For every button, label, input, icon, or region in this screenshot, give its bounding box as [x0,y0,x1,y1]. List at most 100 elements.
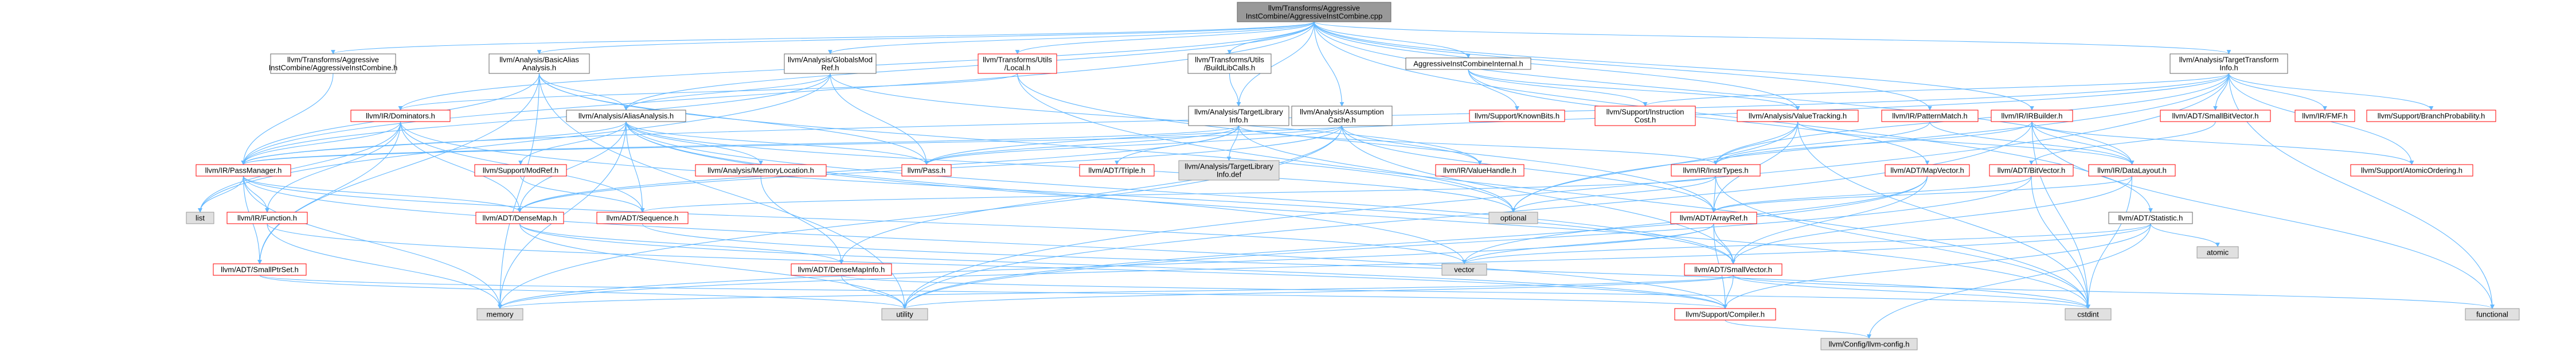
edge-passmanager-to-memory [243,176,502,309]
node-statistic[interactable]: llvm/ADT/Statistic.h [2108,212,2193,224]
node-utility: utility [881,308,928,321]
node-label-pass_h-0: llvm/Pass.h [908,166,945,175]
node-memory: memory [476,308,523,321]
edge-aliasanalysis-to-optional [626,121,1516,213]
node-label-list-0: list [196,214,205,223]
node-box-function_h [226,212,308,224]
edge-targettransforminfo-to-smallbitvector [2213,73,2230,111]
node-smallvector[interactable]: llvm/ADT/SmallVector.h [1684,263,1783,276]
node-memorylocation[interactable]: llvm/Analysis/MemoryLocation.h [695,164,827,177]
node-valuetracking[interactable]: llvm/Analysis/ValueTracking.h [1737,110,1859,122]
node-label-modref-0: llvm/Support/ModRef.h [483,166,558,175]
edge-root-to-utils_local [1015,21,1315,54]
node-box-utils_local [978,53,1057,74]
node-densemap[interactable]: llvm/ADT/DenseMap.h [475,212,564,224]
node-box-bitvector [1989,164,2074,177]
edge-datalayout-to-smallvector [1731,176,2133,264]
edge-targettransforminfo-to-utility [902,73,2230,309]
node-datalayout[interactable]: llvm/IR/DataLayout.h [2088,164,2176,177]
node-irbuilder[interactable]: llvm/IR/IRBuilder.h [1991,110,2073,122]
node-box-smallvector [1684,263,1783,276]
edge-root-to-assumptioncache [1314,21,1344,107]
edge-bitvector-to-utility [902,176,2032,309]
edge-globalsmodref-to-aliasanalysis [624,73,831,111]
node-modref[interactable]: llvm/Support/ModRef.h [474,164,567,177]
node-label-irbuilder-0: llvm/IR/IRBuilder.h [2002,112,2063,120]
node-box-mapvector [1885,164,1970,177]
node-triple[interactable]: llvm/ADT/Triple.h [1079,164,1155,177]
node-sequence[interactable]: llvm/ADT/Sequence.h [596,212,689,224]
edge-targettransforminfo-to-pass_h [924,73,2230,165]
edge-instrtypes-to-cstdint [1715,176,2090,309]
edge-datalayout-to-cstdint [2086,176,2133,309]
node-function_h[interactable]: llvm/IR/Function.h [226,212,308,224]
node-label-valuetracking-0: llvm/Analysis/ValueTracking.h [1749,112,1847,120]
edge-root-to-buildlibcalls [1227,21,1315,54]
node-valuehandle[interactable]: llvm/IR/ValueHandle.h [1435,164,1525,177]
edge-densemapinfo-to-utility [841,275,907,309]
node-label-branchprob-0: llvm/Support/BranchProbability.h [2378,112,2485,120]
node-smallbitvector[interactable]: llvm/ADT/SmallBitVector.h [2160,110,2271,122]
edge-instrtypes-to-arrayref [1711,176,1717,213]
node-instrtypes[interactable]: llvm/IR/InstrTypes.h [1671,164,1761,177]
node-box-dominators [350,110,451,122]
node-smallptrset[interactable]: llvm/ADT/SmallPtrSet.h [213,263,307,276]
node-label-tli_def-1: Info.def [1217,170,1242,179]
node-box-utility [881,308,928,321]
node-label-statistic-0: llvm/ADT/Statistic.h [2118,214,2183,223]
node-box-list [186,212,214,224]
node-buildlibcalls[interactable]: llvm/Transforms/Utils/BuildLibCalls.h [1187,53,1272,74]
node-label-utils_local-0: llvm/Transforms/Utils [983,56,1052,64]
node-passmanager[interactable]: llvm/IR/PassManager.h [196,164,291,177]
node-box-targetlibinfo [1188,106,1289,126]
node-box-triple [1079,164,1155,177]
node-densemapinfo[interactable]: llvm/ADT/DenseMapInfo.h [791,263,892,276]
edge-irbuilder-to-functional [2031,121,2495,309]
node-mapvector[interactable]: llvm/ADT/MapVector.h [1885,164,1970,177]
edge-root-to-basicaa [537,21,1315,54]
node-box-fmf [2294,110,2355,122]
node-label-aicinternal-0: AggressiveInstCombineInternal.h [1413,60,1523,68]
edge-irbuilder-to-cstdint [2031,121,2090,309]
node-label-globalsmodref-0: llvm/Analysis/GlobalsMod [788,56,873,64]
edge-smallptrset-to-utility [259,275,907,309]
edge-arrayref-to-smallvector [1713,223,1735,264]
node-box-instrtypes [1671,164,1761,177]
node-label-atomicordering-0: llvm/Support/AtomicOrdering.h [2361,166,2462,175]
node-bitvector[interactable]: llvm/ADT/BitVector.h [1989,164,2074,177]
node-aic_h[interactable]: llvm/Transforms/AggressiveInstCombine/Ag… [269,53,398,74]
node-arrayref[interactable]: llvm/ADT/ArrayRef.h [1670,212,1757,224]
edge-basicaa-to-aliasanalysis [538,73,628,111]
node-dominators[interactable]: llvm/IR/Dominators.h [350,110,451,122]
node-compiler[interactable]: llvm/Support/Compiler.h [1674,308,1776,321]
edge-assumptioncache-to-valuehandle [1341,125,1482,165]
node-box-targettransforminfo [2170,53,2288,74]
node-label-atomic-0: atomic [2207,248,2229,257]
node-label-assumptioncache-0: llvm/Analysis/Assumption [1300,108,1384,116]
node-knownbits[interactable]: llvm/Support/KnownBits.h [1469,110,1565,122]
edge-irbuilder-to-atomicordering [2031,121,2414,165]
node-patternmatch[interactable]: llvm/IR/PatternMatch.h [1881,110,1979,122]
node-fmf[interactable]: llvm/IR/FMF.h [2294,110,2355,122]
node-label-aic_h-0: llvm/Transforms/Aggressive [287,56,379,64]
edge-statistic-to-memory [498,223,2151,309]
node-pass_h[interactable]: llvm/Pass.h [901,164,952,177]
node-utils_local[interactable]: llvm/Transforms/Utils/Local.h [978,53,1057,74]
node-box-memory [476,308,523,321]
edge-smallvector-to-memory [498,275,1734,309]
node-aliasanalysis[interactable]: llvm/Analysis/AliasAnalysis.h [566,110,686,122]
edge-instrtypes-to-optional [1511,176,1717,213]
node-box-vector [1441,263,1487,276]
node-atomicordering[interactable]: llvm/Support/AtomicOrdering.h [2350,164,2473,177]
node-aicinternal[interactable]: AggressiveInstCombineInternal.h [1405,57,1531,70]
edge-densemap-to-compiler [519,223,1727,309]
node-branchprob[interactable]: llvm/Support/BranchProbability.h [2366,110,2496,122]
